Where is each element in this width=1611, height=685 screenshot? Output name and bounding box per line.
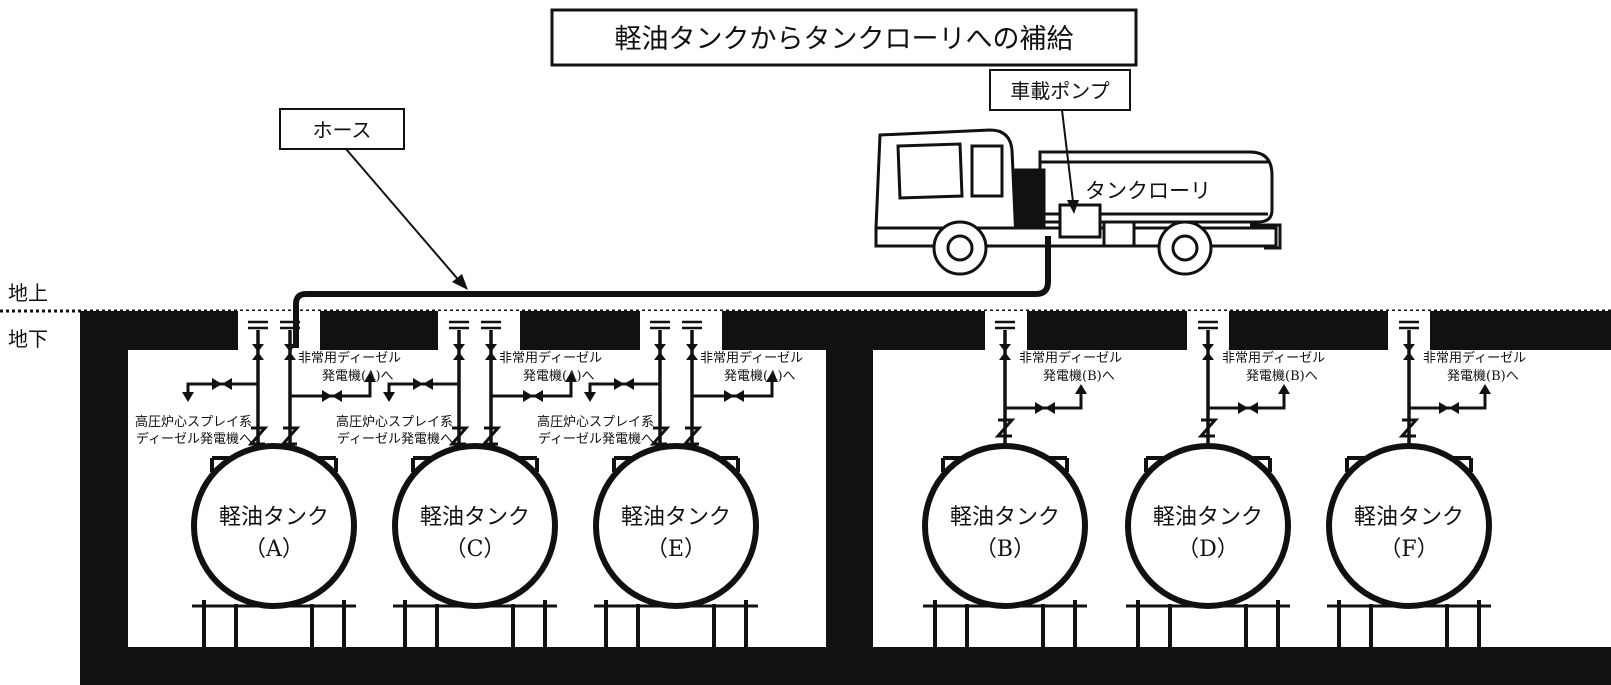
- tank-name: 軽油タンク: [1354, 505, 1464, 530]
- hose-label: ホース: [313, 118, 372, 142]
- diagram-title: 軽油タンクからタンクローリへの補給: [615, 24, 1074, 55]
- edg-destination-label: 非常用ディーゼル: [1222, 350, 1325, 366]
- lorry-label: タンクローリ: [1085, 179, 1211, 203]
- edg-destination-label: 発電機(A)へ: [322, 369, 394, 384]
- valve-icon: [252, 344, 264, 360]
- valve-icon: [724, 390, 734, 402]
- tank-shell: [1125, 443, 1291, 609]
- tank-name: 軽油タンク: [219, 505, 329, 530]
- flow-arrow-icon: [364, 372, 376, 382]
- hpcs-destination-label: ディーゼル発電機へ: [337, 431, 453, 447]
- tank-shell: [593, 443, 759, 609]
- pump-callout: 車載ポンプ: [989, 69, 1131, 214]
- tank-id: （A）: [244, 537, 304, 562]
- tank-id: （E）: [646, 537, 706, 562]
- tank-name: 軽油タンク: [420, 505, 530, 530]
- edg-destination-label: 非常用ディーゼル: [499, 350, 602, 366]
- below-ground-label: 地下: [8, 327, 48, 351]
- hpcs-destination-label: ディーゼル発電機へ: [136, 431, 252, 447]
- tank-id: （C）: [445, 537, 506, 562]
- hpcs-destination-label: 高圧炉心スプレイ系: [537, 414, 654, 430]
- flow-arrow-icon: [766, 372, 778, 382]
- tank-id: （B）: [975, 537, 1035, 562]
- supply-hose: [293, 236, 1051, 348]
- valve-icon: [212, 378, 222, 390]
- pump-label: 車載ポンプ: [1010, 79, 1109, 103]
- tank-shell: [191, 443, 357, 609]
- flow-arrow-icon: [1479, 384, 1491, 394]
- tank-shell: [1326, 443, 1492, 609]
- title-box: 軽油タンクからタンクローリへの補給: [550, 8, 1138, 67]
- tank-lorry: [874, 128, 1282, 276]
- flow-arrow-icon: [584, 392, 596, 402]
- valve-icon: [614, 378, 624, 390]
- valve-icon: [413, 378, 423, 390]
- flow-arrow-icon: [1278, 384, 1290, 394]
- above-ground-label: 地上: [8, 281, 48, 305]
- edg-destination-label: 発電機(A)へ: [523, 369, 595, 384]
- valve-icon: [1403, 344, 1415, 360]
- edg-destination-label: 非常用ディーゼル: [1019, 350, 1122, 366]
- valve-icon: [453, 344, 465, 360]
- valve-icon: [485, 344, 497, 360]
- check-valve-icon: [448, 426, 470, 446]
- hose-callout: ホース: [279, 108, 468, 290]
- valve-icon: [1202, 344, 1214, 360]
- check-valve-icon: [279, 426, 301, 446]
- valve-icon: [322, 390, 332, 402]
- flow-arrow-icon: [1075, 384, 1087, 394]
- check-valve-icon: [247, 426, 269, 446]
- tank-id: （D）: [1177, 537, 1239, 562]
- edg-destination-label: 発電機(A)へ: [724, 369, 796, 384]
- valve-icon: [1238, 402, 1248, 414]
- hpcs-destination-label: 高圧炉心スプレイ系: [135, 414, 252, 430]
- valve-icon: [654, 344, 666, 360]
- edg-destination-label: 発電機(B)へ: [1246, 369, 1318, 384]
- hpcs-destination-label: ディーゼル発電機へ: [538, 431, 654, 447]
- valve-icon: [1439, 402, 1449, 414]
- tank-shell: [922, 443, 1088, 609]
- edg-destination-label: 非常用ディーゼル: [700, 350, 803, 366]
- check-valve-icon: [1197, 418, 1219, 438]
- tank-id: （F）: [1379, 537, 1438, 562]
- check-valve-icon: [994, 418, 1016, 438]
- edg-destination-label: 発電機(B)へ: [1043, 369, 1115, 384]
- check-valve-icon: [1398, 418, 1420, 438]
- hpcs-destination-label: 高圧炉心スプレイ系: [336, 414, 453, 430]
- valve-icon: [686, 344, 698, 360]
- valve-icon: [1035, 402, 1045, 414]
- tank-name: 軽油タンク: [950, 505, 1060, 530]
- edg-destination-label: 発電機(B)へ: [1447, 369, 1519, 384]
- valve-icon: [999, 344, 1011, 360]
- check-valve-icon: [480, 426, 502, 446]
- check-valve-icon: [681, 426, 703, 446]
- flow-arrow-icon: [383, 392, 395, 402]
- edg-destination-label: 非常用ディーゼル: [1423, 350, 1526, 366]
- edg-destination-label: 非常用ディーゼル: [298, 350, 401, 366]
- tank-name: 軽油タンク: [1153, 505, 1263, 530]
- tank-shell: [392, 443, 558, 609]
- check-valve-icon: [649, 426, 671, 446]
- flow-arrow-icon: [565, 372, 577, 382]
- tanks-layer: 非常用ディーゼル発電機(A)へ高圧炉心スプレイ系ディーゼル発電機へ軽油タンク（A…: [135, 320, 1526, 648]
- valve-icon: [523, 390, 533, 402]
- flow-arrow-icon: [182, 392, 194, 402]
- valve-icon: [284, 344, 296, 360]
- tank-name: 軽油タンク: [621, 505, 731, 530]
